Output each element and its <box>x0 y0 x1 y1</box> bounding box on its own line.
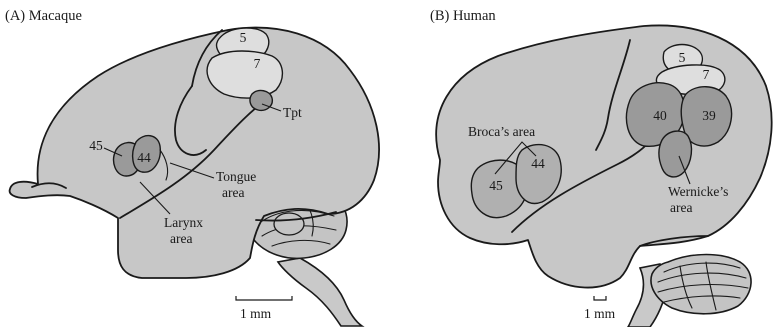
macaque-area-7 <box>207 51 282 98</box>
macaque-scale-bar <box>236 296 292 300</box>
macaque-area-tpt <box>250 91 272 111</box>
human-area-44-label: 44 <box>531 156 545 171</box>
human-wernicke-label-1: Wernicke’s <box>668 184 728 199</box>
macaque-tongue-label-2: area <box>222 185 244 200</box>
panel-human: (B) Human 5 7 40 39 <box>430 8 772 327</box>
macaque-area-tpt-label: Tpt <box>283 105 302 120</box>
panel-macaque: (A) Macaque 5 7 Tp <box>5 8 379 326</box>
human-broca-label: Broca’s area <box>468 124 535 139</box>
human-area-45-label: 45 <box>489 178 503 193</box>
human-area-5-label: 5 <box>679 50 686 65</box>
macaque-brainstem <box>278 258 362 326</box>
human-wernicke-label-2: area <box>670 200 692 215</box>
macaque-area-5-label: 5 <box>240 30 247 45</box>
panel-title-human: (B) Human <box>430 8 496 24</box>
macaque-area-45-label: 45 <box>89 138 103 153</box>
macaque-area-44-label: 44 <box>137 150 151 165</box>
human-scale-label: 1 mm <box>584 306 616 321</box>
human-area-39-label: 39 <box>702 108 716 123</box>
human-area-40-label: 40 <box>653 108 667 123</box>
macaque-tongue-label-1: Tongue <box>216 169 256 184</box>
human-cerebrum <box>436 25 771 287</box>
macaque-scale-label: 1 mm <box>240 306 272 321</box>
macaque-larynx-label-2: area <box>170 231 192 246</box>
macaque-area-7-label: 7 <box>254 56 261 71</box>
macaque-larynx-label-1: Larynx <box>164 215 203 230</box>
panel-title-macaque: (A) Macaque <box>5 8 82 24</box>
human-scale-bar <box>594 296 606 300</box>
human-area-7-label: 7 <box>703 67 710 82</box>
